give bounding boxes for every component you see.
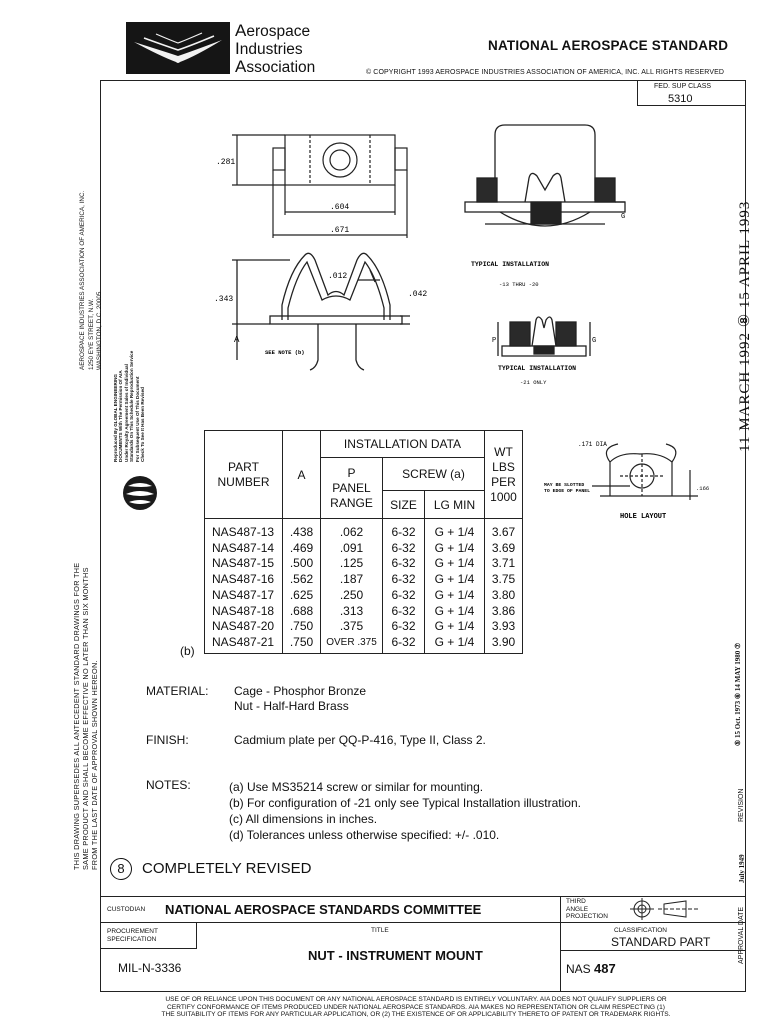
fed-sup-class-box: [637, 80, 746, 106]
dim-label-p: P: [492, 337, 496, 345]
header-installation-data: INSTALLATION DATA: [320, 430, 485, 458]
fed-sup-class-label: FED. SUP CLASS: [654, 83, 712, 90]
drawing-frame: [100, 80, 746, 992]
title-block-top-rule: [100, 896, 746, 898]
table-row: NAS487-20: [212, 619, 275, 634]
custodian-value: NATIONAL AEROSPACE STANDARDS COMMITTEE: [165, 902, 482, 917]
hole-dim-label: .166: [696, 485, 709, 492]
table-row: NAS487-18: [212, 603, 275, 618]
header-size: SIZE: [382, 490, 425, 519]
header-part-number: PART NUMBER: [204, 430, 283, 519]
part-data-table: PART NUMBER A INSTALLATION DATA WT LBS P…: [204, 430, 523, 654]
standard-title: NATIONAL AEROSPACE STANDARD: [488, 38, 729, 53]
hole-layout-label: HOLE LAYOUT: [620, 513, 666, 521]
procurement-spec-value: MIL-N-3336: [118, 961, 182, 975]
dim-label-g-2: G: [592, 337, 596, 345]
finish-label: FINISH:: [146, 733, 189, 747]
note-a: (a) Use MS35214 screw or similar for mou…: [229, 780, 484, 794]
material-cage: Cage - Phosphor Bronze: [234, 684, 367, 698]
classification-value: STANDARD PART: [611, 935, 711, 949]
nas-number: NAS 487: [566, 961, 616, 976]
title-block-mid-rule-right: [560, 922, 746, 923]
third-angle-projection-label: THIRD ANGLE PROJECTION: [566, 898, 608, 920]
classification-label: CLASSIFICATION: [614, 927, 667, 934]
slotted-note-line-2: TO EDGE OF PANEL: [544, 488, 590, 494]
hole-layout-drawing: .171 DIA MAY BE SLOTTED TO EDGE OF PANEL…: [544, 441, 709, 521]
supersedes-notice: THIS DRAWING SUPERSEDES ALL ANTECEDENT S…: [72, 562, 99, 870]
header-p-panel-range: P PANEL RANGE: [320, 457, 383, 519]
revision-label: REVISION: [738, 788, 745, 822]
title-block-right-divider: [560, 896, 561, 992]
table-row: NAS487-17: [212, 587, 275, 602]
note-d: (d) Tolerances unless otherwise specifie…: [229, 828, 500, 842]
typical-installation-label-1: TYPICAL INSTALLATION: [471, 261, 549, 268]
note-b: (b) For configuration of -21 only see Ty…: [229, 796, 581, 810]
reproduced-notice: Reproduced By GLOBAL ENGINEERING DOCUMEN…: [113, 350, 146, 462]
header-a: A: [282, 430, 321, 519]
title-block-class-rule: [560, 950, 746, 951]
dim-281: .281: [216, 158, 235, 167]
material-label: MATERIAL:: [146, 684, 209, 698]
aia-wing-icon: [134, 32, 222, 63]
copyright-notice: © COPYRIGHT 1993 AEROSPACE INDUSTRIES AS…: [366, 69, 725, 76]
slotted-note-line-1: MAY BE SLOTTED: [544, 482, 584, 488]
hole-dia-label: .171 DIA: [578, 441, 607, 448]
typical-installation-sub-1: -13 THRU -20: [499, 281, 539, 288]
header-screw: SCREW (a): [382, 457, 485, 491]
nut-top-view-drawing: .281 .604 .671 .012 .343 .042 A SEE NOTE…: [214, 134, 427, 371]
fed-sup-class-value: 5310: [668, 93, 693, 105]
dim-042: .042: [408, 290, 427, 299]
dim-604: .604: [330, 203, 349, 212]
header-wt: WT LBS PER 1000: [484, 430, 523, 519]
table-row: NAS487-13: [212, 525, 275, 539]
title-value: NUT - INSTRUMENT MOUNT: [308, 948, 483, 963]
latest-revision-dates: 11 MARCH 1992 ⑧ 15 APRIL 1993: [737, 200, 753, 452]
dim-671: .671: [330, 226, 349, 235]
revision-history: ⑤ 15 Oct. 1973 ⑥ 14 MAY 1980 ⑦: [734, 642, 742, 746]
disclaimer: USE OF OR RELIANCE UPON THIS DOCUMENT OR…: [161, 996, 671, 1019]
approval-date-label: APPROVAL DATE: [738, 906, 745, 964]
table-row: NAS487-16: [212, 572, 275, 587]
typical-installation-drawing-2: P G TYPICAL INSTALLATION -21 ONLY: [492, 316, 596, 386]
custodian-label: CUSTODIAN: [107, 906, 146, 913]
table-row: NAS487-15: [212, 556, 275, 571]
note-c: (c) All dimensions in inches.: [229, 812, 378, 826]
revision-note: COMPLETELY REVISED: [142, 860, 312, 877]
dim-label-a: A: [234, 335, 240, 345]
title-block-mid-rule: [100, 922, 560, 923]
title-block-proc-divider: [196, 922, 197, 948]
aia-logo: [126, 22, 230, 74]
procurement-spec-label: PROCUREMENT SPECIFICATION: [107, 928, 158, 943]
column-a: .438.469 .500.562 .625.688 .750.750: [282, 518, 321, 654]
third-angle-projection-icon: [630, 898, 700, 920]
row-note-b-label: (b): [180, 644, 195, 658]
typical-installation-drawing-1: TYPICAL INSTALLATION -13 THRU -20 G: [464, 124, 626, 288]
typical-installation-sub-2: -21 ONLY: [520, 379, 547, 386]
global-logo-icon: [120, 472, 160, 519]
dim-label-g-1: G: [621, 213, 625, 221]
header-lg-min: LG MIN: [424, 490, 485, 519]
typical-installation-label-2: TYPICAL INSTALLATION: [498, 365, 576, 372]
column-part-numbers: NAS487-13 NAS487-14 NAS487-15 NAS487-16 …: [204, 518, 283, 654]
table-row: NAS487-21: [212, 634, 275, 649]
revision-number-badge: 8: [110, 858, 132, 880]
aia-address: AEROSPACE INDUSTRIES ASSOCIATION OF AMER…: [79, 190, 103, 370]
title-label: TITLE: [371, 927, 389, 934]
material-nut: Nut - Half-Hard Brass: [234, 699, 349, 713]
approval-date-value: July 1949: [738, 854, 746, 883]
see-note-label: SEE NOTE (b): [265, 349, 305, 356]
finish-value: Cadmium plate per QQ-P-416, Type II, Cla…: [234, 733, 486, 747]
dim-343: .343: [214, 295, 233, 304]
org-name: Aerospace Industries Association: [235, 21, 316, 76]
dim-012: .012: [328, 272, 347, 281]
notes-label: NOTES:: [146, 778, 191, 792]
table-row: NAS487-14: [212, 540, 275, 555]
title-block-proc-rule: [100, 948, 197, 949]
